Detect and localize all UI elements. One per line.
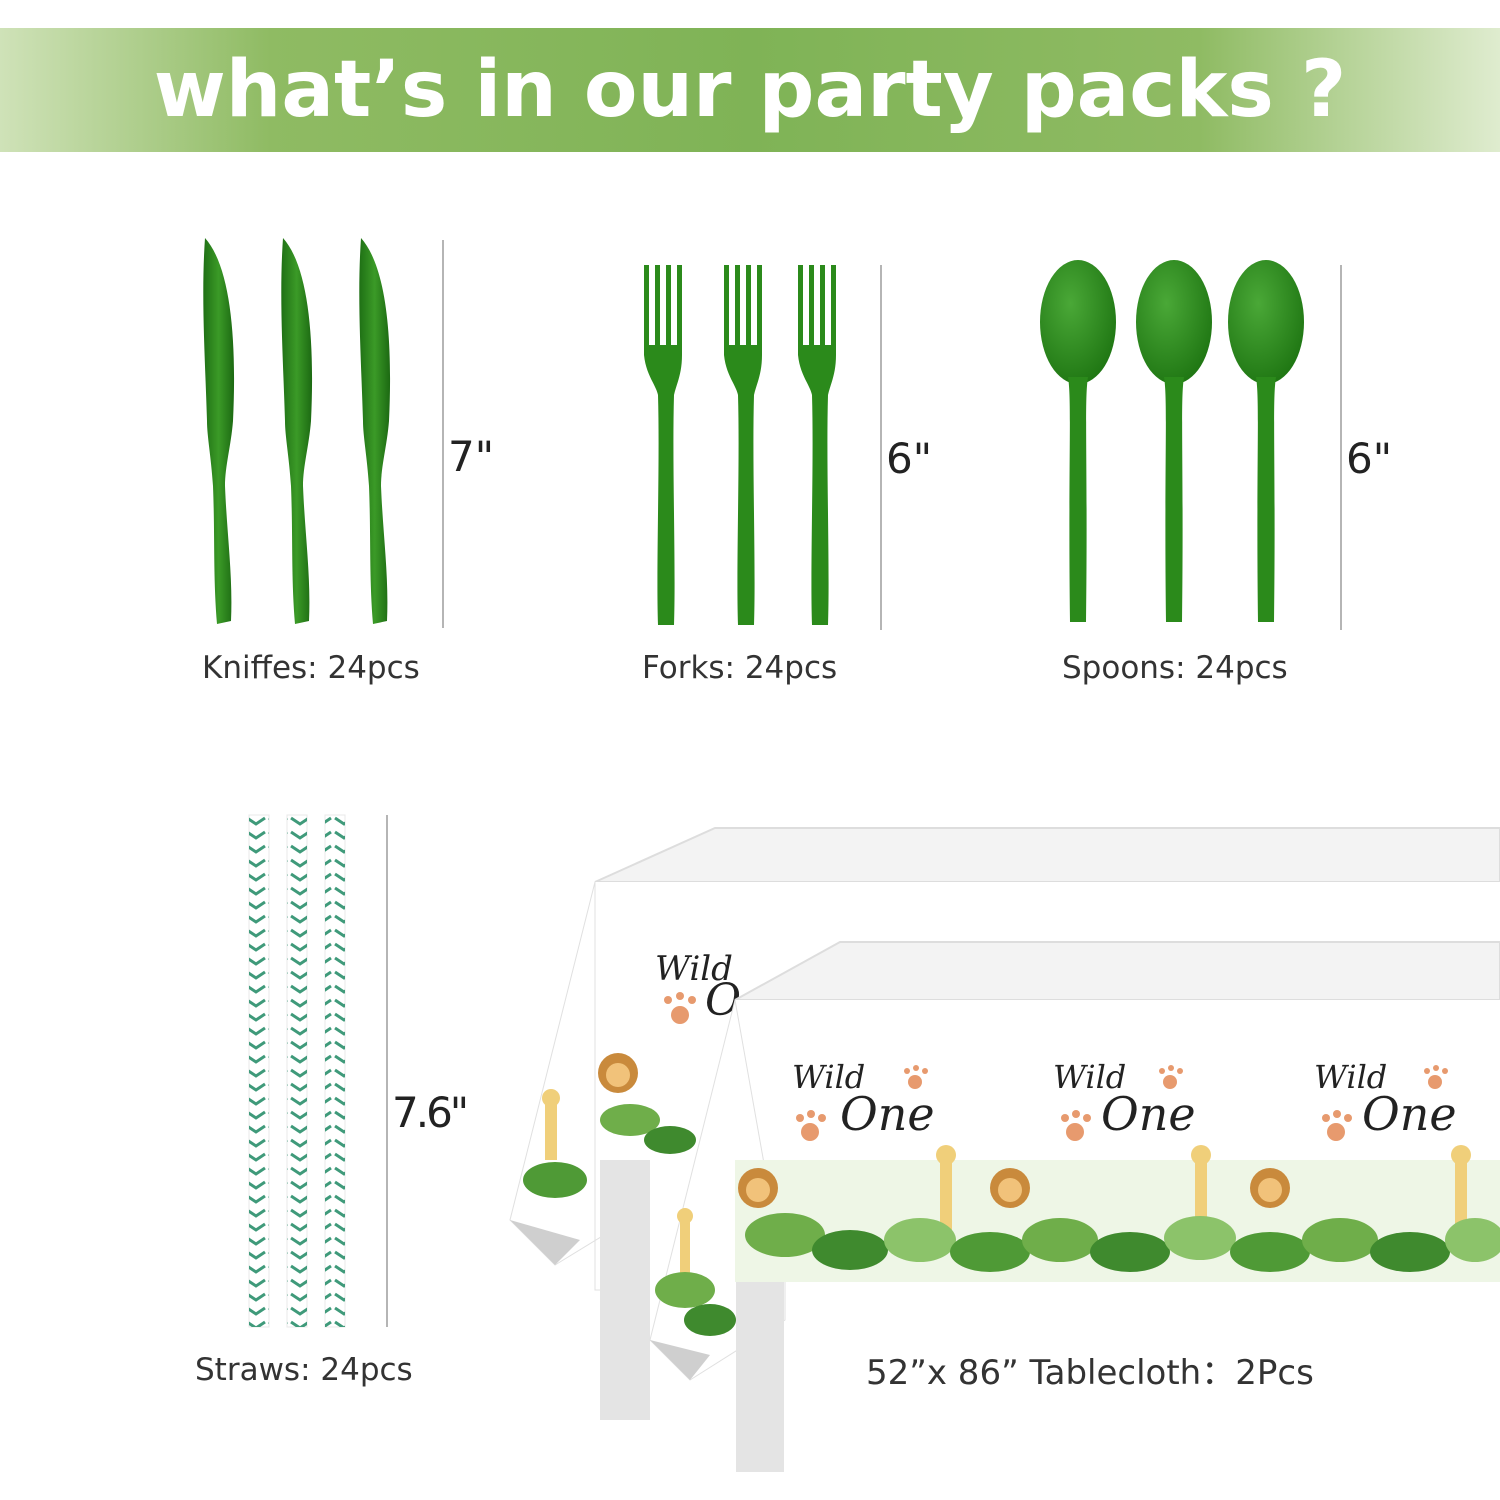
svg-text:One: One <box>1101 1087 1196 1141</box>
knife-icon <box>359 238 391 624</box>
svg-text:One: One <box>840 1087 935 1141</box>
lion-icon <box>738 1168 1290 1208</box>
straws-image <box>248 814 346 1328</box>
straw-icon <box>248 814 270 1328</box>
straw-icon <box>324 814 346 1328</box>
knife-size-line <box>442 240 444 628</box>
spoon-icon <box>1228 260 1304 622</box>
knife-size: 7" <box>448 432 495 481</box>
banner-title: what’s in our party packs ? <box>153 45 1347 135</box>
fork-icon <box>644 265 682 625</box>
fork-size-line <box>880 265 882 630</box>
fork-icon <box>798 265 836 625</box>
straw-size: 7.6" <box>392 1088 469 1137</box>
fork-size: 6" <box>886 434 933 483</box>
fork-icon <box>724 265 762 625</box>
forks-label: Forks: 24pcs <box>642 650 838 686</box>
knife-icon <box>281 238 313 624</box>
knives-image <box>203 238 391 624</box>
svg-text:One: One <box>1362 1087 1457 1141</box>
paw-print-icon <box>664 992 696 1024</box>
lion-icon <box>598 1053 638 1093</box>
spoon-icon <box>1136 260 1212 622</box>
spoon-size: 6" <box>1346 434 1393 483</box>
leaf-icon <box>523 1104 696 1198</box>
straw-icon <box>286 814 308 1328</box>
spoons-image <box>1040 260 1304 622</box>
tablecloth-wild-text: Wild <box>655 949 733 989</box>
svg-text:Wild: Wild <box>1053 1058 1126 1096</box>
svg-text:Wild: Wild <box>1314 1058 1387 1096</box>
header-banner: what’s in our party packs ? <box>0 28 1500 152</box>
tablecloth-image: Wild O Wild One Wild One Wild One <box>509 827 1500 1472</box>
spoon-icon <box>1040 260 1116 622</box>
spoons-label: Spoons: 24pcs <box>1062 650 1288 686</box>
tablecloth-label: 52”x 86” Tablecloth：2Pcs <box>866 1353 1314 1393</box>
knives-label: Kniffes: 24pcs <box>202 650 420 686</box>
svg-text:Wild: Wild <box>792 1058 865 1096</box>
tablecloth-front: Wild One Wild One Wild One <box>649 941 1500 1472</box>
knife-icon <box>203 238 235 624</box>
leaf-icon <box>655 1213 1500 1336</box>
giraffe-icon <box>542 1089 560 1160</box>
straws-label: Straws: 24pcs <box>195 1352 413 1388</box>
spoon-size-line <box>1340 265 1342 630</box>
straw-size-line <box>386 815 388 1327</box>
forks-image <box>644 265 836 625</box>
giraffe-icon <box>677 1145 1471 1280</box>
